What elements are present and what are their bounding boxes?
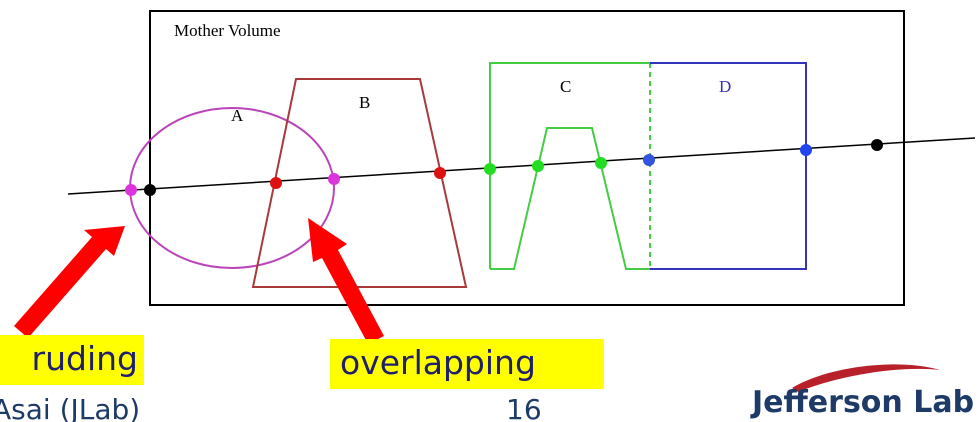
point-d-exit	[800, 144, 812, 156]
point-b-entry	[270, 177, 282, 189]
point-a-entry	[125, 184, 137, 196]
footer-author: Asai (JLab)	[0, 393, 141, 422]
logo-swoosh	[792, 364, 940, 392]
brand-name: Jefferson Lab	[752, 385, 975, 420]
point-b-exit	[434, 167, 446, 179]
overlapping-callout: overlapping	[330, 339, 604, 389]
volume-c-inner	[490, 127, 650, 270]
volume-c-label: C	[560, 77, 571, 96]
overlapping-arrow-icon	[308, 218, 384, 344]
point-mother-entry	[144, 184, 156, 196]
volume-b-label: B	[359, 93, 370, 112]
volume-a-label: A	[231, 106, 244, 125]
mother-volume-label: Mother Volume	[174, 21, 281, 40]
page-number: 16	[506, 393, 542, 422]
mother-volume-box	[149, 10, 905, 306]
point-c-entry	[484, 163, 496, 175]
particle-track	[67, 137, 976, 195]
volume-c-outline	[489, 62, 650, 269]
jefferson-lab-logo-icon	[792, 364, 940, 392]
protruding-callout: ruding	[0, 335, 144, 385]
point-d-entry	[643, 154, 655, 166]
volume-d-label: D	[719, 77, 731, 96]
volume-d-box	[650, 62, 807, 270]
protruding-arrow-icon	[14, 226, 125, 338]
point-mother-exit	[871, 139, 883, 151]
point-c-inner-exit	[595, 157, 607, 169]
volume-b-trapezoid	[251, 78, 468, 288]
point-c-inner-entry	[532, 160, 544, 172]
point-a-exit	[328, 173, 340, 185]
